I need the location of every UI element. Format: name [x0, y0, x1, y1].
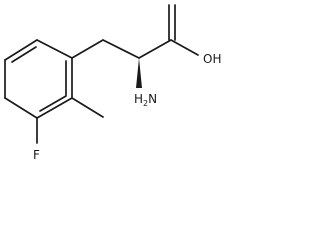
amine-label: H2N: [134, 92, 157, 108]
ring-double-bond-2: [39, 95, 67, 112]
methyl-bond: [71, 97, 104, 118]
ring-bond-5: [36, 97, 73, 119]
fluorine-label: F: [33, 148, 40, 162]
benzene-ring: [4, 39, 73, 119]
amine-subscript-label: 2: [143, 99, 148, 108]
hydroxyl-label: OH: [203, 52, 221, 66]
molecule-structure: OH H2N F: [4, 4, 221, 162]
hydroxyl-bond: [170, 39, 199, 56]
alpha-to-carboxyl-bond: [138, 39, 172, 59]
ring-double-bond-1: [11, 46, 37, 63]
ring-bond-2: [4, 39, 38, 61]
amine-h-label: H: [134, 92, 143, 106]
ring-to-ch2-bond: [71, 39, 104, 59]
amine-n-label: N: [148, 92, 157, 106]
ring-bond-1: [36, 39, 73, 59]
ch2-to-alpha-bond: [102, 39, 140, 59]
stereo-wedge-bond: [136, 58, 142, 88]
ring-bond-4: [4, 97, 38, 119]
